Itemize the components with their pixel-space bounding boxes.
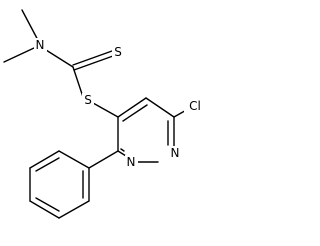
bond-c-sthioether (72, 66, 84, 98)
atom-s-thioether: S (84, 93, 92, 107)
atom-ring-n2: N (127, 155, 136, 169)
bonds (3, 9, 191, 219)
atom-ring-n1: N (171, 146, 180, 160)
bond-c4-c5 (117, 97, 147, 118)
structure-canvas: N S S Cl N N (3, 9, 206, 219)
bond-c4-c5-inner (122, 104, 148, 122)
bond-ph-4-inner (35, 197, 60, 212)
bond-n2-c3 (117, 150, 127, 157)
atom-labels: N S S Cl N N (34, 38, 206, 169)
bond-cs-double-a (72, 50, 113, 66)
atom-s-thione: S (114, 45, 122, 59)
bond-c5-c6 (145, 97, 175, 118)
bond-cs-double-b (73, 55, 114, 71)
bond-ph-5 (58, 200, 90, 219)
bond-ph-2 (29, 150, 60, 169)
atom-chloro: Cl (189, 99, 201, 113)
bond-ph-1 (58, 150, 90, 169)
molecule-drawing: N S S Cl N N (3, 9, 206, 219)
bond-methyl-left (3, 47, 35, 63)
bond-ph-4 (29, 200, 60, 219)
bond-s-ring (92, 102, 119, 118)
bond-c3-phenyl (88, 150, 119, 169)
bond-ph-2-inner (35, 157, 60, 172)
bond-n2-c3-inner (120, 148, 125, 152)
bond-n-thiocarbonyl (45, 49, 74, 68)
atom-n-dimethyl: N (36, 38, 45, 52)
